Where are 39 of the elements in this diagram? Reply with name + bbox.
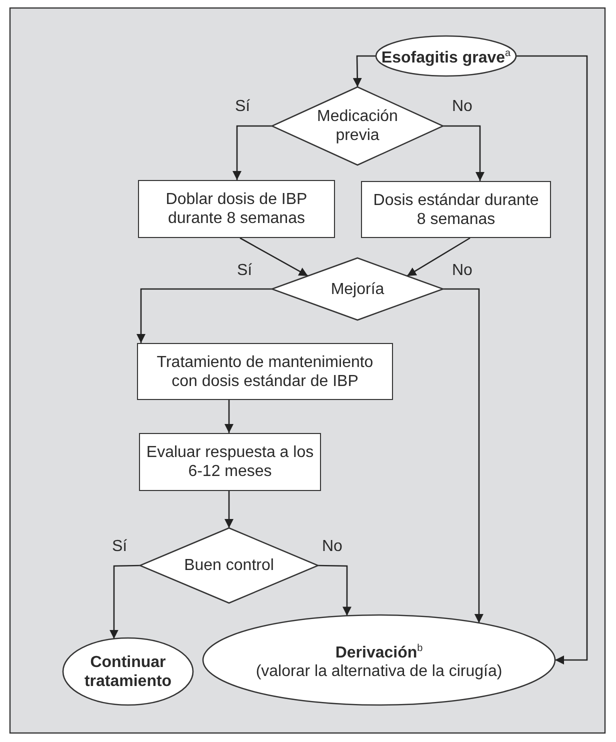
arrow: [406, 237, 470, 277]
arrow: [109, 564, 140, 639]
decision-diamond: [272, 258, 443, 320]
edge-label: Sí: [112, 538, 128, 556]
arrow: [136, 288, 272, 343]
node-text: Buen control: [184, 556, 274, 575]
process-box: [138, 180, 335, 238]
node-text: Tratamiento de mantenimiento con dosis estándar de IBP: [156, 352, 374, 390]
process-box: [137, 343, 393, 400]
arrow: [224, 400, 234, 433]
decision-diamond: [272, 87, 443, 165]
arrow: [232, 125, 272, 180]
node-text: Dosis estándar durante 8 semanas: [372, 190, 540, 228]
arrow: [318, 564, 352, 616]
arrow: [352, 55, 376, 88]
arrow: [224, 491, 234, 528]
node-text: Continuar tratamiento: [83, 652, 173, 690]
arrow: [240, 237, 308, 277]
terminal-ellipse: [63, 638, 193, 705]
terminal-ellipse: [203, 615, 555, 705]
node-text: Esofagitis grave$^{a}$: [381, 47, 511, 68]
edge-label: No: [322, 538, 342, 556]
edge-label: No: [452, 98, 472, 116]
edge-label: Sí: [235, 98, 250, 116]
node-text: Evaluar respuesta a los 6-12 meses: [145, 443, 315, 481]
terminal-ellipse: [376, 36, 516, 76]
process-box: [139, 433, 321, 491]
node-text: Doblar dosis de IBP durante 8 semanas: [164, 190, 308, 228]
arrow: [443, 288, 484, 623]
arrow: [443, 125, 484, 181]
node-text: Derivación$^{b}$: [335, 642, 423, 662]
node-text: (valorar la alternativa de la cirugía): [256, 662, 502, 682]
node-text: Medicación previa: [316, 107, 399, 145]
process-box: [361, 181, 551, 238]
decision-diamond: [140, 528, 318, 603]
edge-label: No: [452, 262, 472, 280]
arrow: [516, 55, 588, 664]
edge-label: Sí: [237, 262, 252, 280]
node-text: Mejoría: [330, 280, 384, 298]
